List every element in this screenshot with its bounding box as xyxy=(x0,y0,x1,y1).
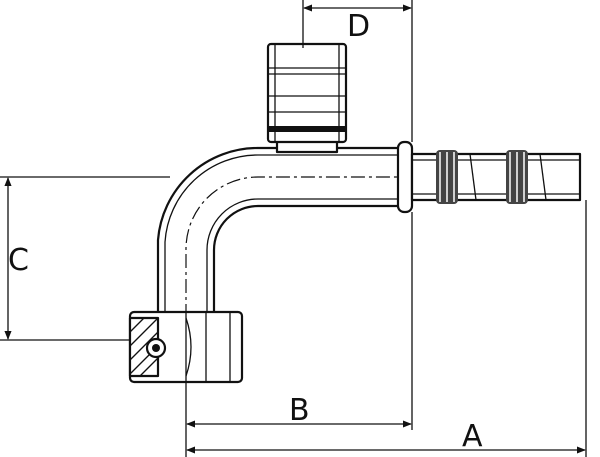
dimension-label-c: C xyxy=(8,243,29,278)
extension-lines xyxy=(0,0,587,457)
charge-port xyxy=(266,42,348,154)
hose-tail xyxy=(410,150,582,204)
dimension-label-a: A xyxy=(462,419,483,454)
elbow-tube xyxy=(156,146,402,320)
dimension-label-b: B xyxy=(289,393,310,428)
tube-centerline xyxy=(185,176,398,318)
swivel-nut xyxy=(128,310,244,384)
flange-collar xyxy=(396,140,414,214)
dimension-label-d: D xyxy=(347,9,370,44)
